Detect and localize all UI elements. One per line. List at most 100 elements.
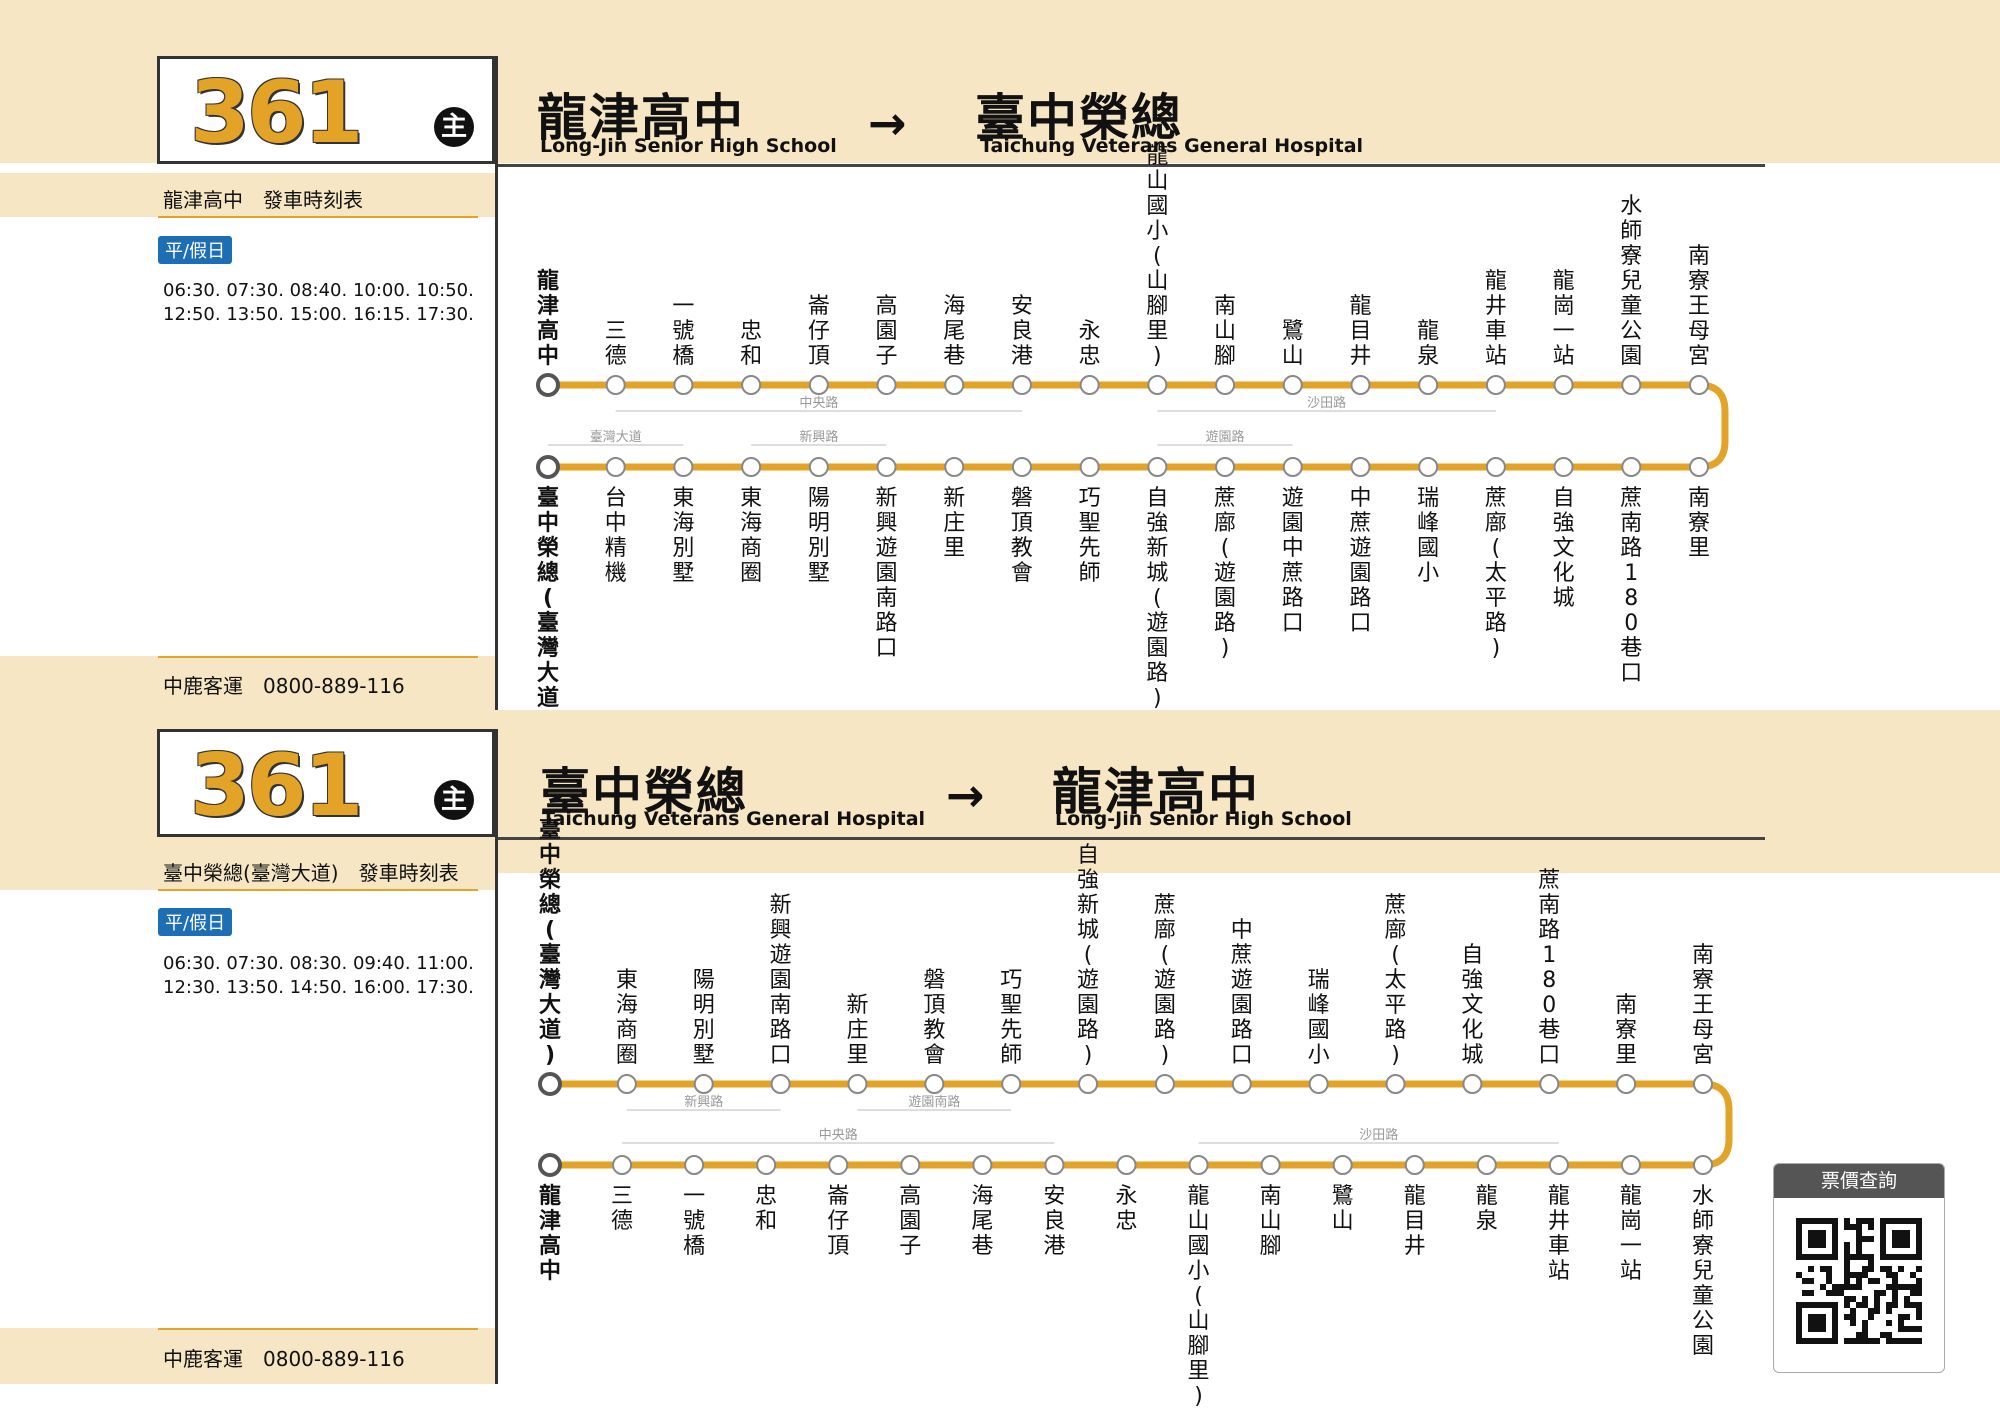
stop-marker	[1553, 375, 1574, 395]
origin-title-en: Taichung Veterans General Hospital	[542, 808, 926, 830]
stop-marker	[1282, 457, 1303, 477]
stop-marker	[612, 1155, 633, 1175]
stop-name: 鷺山	[1332, 1184, 1354, 1234]
departure-times-line-1: 06:30. 07:30. 08:30. 09:40. 11:00.	[163, 953, 474, 974]
stop-marker	[1079, 457, 1100, 477]
stop-name: 新興遊園南路口	[876, 486, 898, 661]
stop-name: 龍山國小(山腳里)	[1188, 1184, 1210, 1409]
road-label: 沙田路	[1359, 1127, 1398, 1143]
stop-name: 海尾巷	[943, 294, 965, 369]
route-number: 361	[190, 736, 364, 836]
main-route-badge: 主	[434, 780, 474, 820]
road-label: 中央路	[819, 1127, 858, 1143]
route-diagram-2: 新興路遊園南路中央路沙田路臺中榮總(臺灣大道)東海商圈陽明別墅新興遊園南路口新庄…	[538, 818, 1733, 1409]
road-label: 遊園路	[1206, 429, 1245, 445]
stop-marker	[1001, 1074, 1022, 1094]
stop-marker	[605, 375, 626, 395]
stop-name: 巧聖先師	[1000, 968, 1022, 1068]
departure-times-line-2: 12:50. 13:50. 15:00. 16:15. 17:30.	[163, 304, 474, 325]
schedule-title: 臺中榮總(臺灣大道) 發車時刻表	[163, 861, 459, 885]
stop-name: 龍目井	[1349, 294, 1371, 369]
footer-line-2	[158, 1328, 478, 1330]
stop-name: 蔗廍(遊園路)	[1154, 893, 1176, 1068]
stop-marker	[1079, 375, 1100, 395]
stop-name: 三德	[605, 319, 627, 369]
stop-name: 臺中榮總(臺灣大道)	[539, 818, 561, 1068]
stop-marker	[1260, 1155, 1281, 1175]
footer-bar-1	[0, 656, 495, 710]
stop-name: 龍目井	[1404, 1184, 1426, 1259]
stop-marker	[1385, 1074, 1406, 1094]
stop-name: 龍泉	[1417, 319, 1439, 369]
stop-marker	[770, 1074, 791, 1094]
stop-marker	[1231, 1074, 1252, 1094]
stop-name: 南山腳	[1214, 294, 1236, 369]
footer-bar-2	[0, 1328, 495, 1384]
stop-name: 東海商圈	[740, 486, 762, 586]
stop-name: 台中精機	[605, 486, 627, 586]
stop-name: 海尾巷	[971, 1184, 993, 1259]
stop-name: 三德	[611, 1184, 633, 1234]
stop-marker	[1693, 1155, 1713, 1175]
stop-marker	[1011, 457, 1032, 477]
stop-name: 巧聖先師	[1079, 486, 1101, 586]
stop-name: 鷺山	[1282, 319, 1304, 369]
stop-marker	[538, 1072, 562, 1096]
stop-marker	[1621, 375, 1642, 395]
stop-name: 中蔗遊園路口	[1349, 486, 1371, 636]
schedule-bar-2	[0, 846, 495, 890]
stop-name: 東海別墅	[672, 486, 694, 586]
destination-title: 臺中榮總	[975, 89, 1183, 147]
stop-marker	[1689, 375, 1709, 395]
stop-marker	[1693, 1074, 1713, 1094]
stop-name: 陽明別墅	[693, 968, 715, 1068]
direction-arrow: →	[868, 96, 907, 150]
stop-marker	[1215, 375, 1236, 395]
stop-marker	[1485, 375, 1506, 395]
stop-name: 臺中榮總(臺灣大道)	[537, 486, 559, 710]
stop-marker	[1350, 457, 1371, 477]
origin-title: 龍津高中	[537, 89, 745, 147]
day-type-tag: 平/假日	[158, 908, 233, 936]
stop-name: 龍崗一站	[1620, 1184, 1642, 1284]
stop-marker	[1011, 375, 1032, 395]
stop-name: 水師寮兒童公園	[1620, 194, 1642, 369]
stop-name: 瑞峰國小	[1308, 968, 1330, 1068]
destination-title: 龍津高中	[1052, 763, 1260, 821]
destination-title-en: Taichung Veterans General Hospital	[980, 135, 1364, 157]
stop-name: 安良港	[1043, 1184, 1065, 1259]
road-label: 沙田路	[1307, 395, 1346, 411]
stop-name: 一號橋	[683, 1184, 705, 1259]
stop-marker	[741, 457, 762, 477]
road-label: 中央路	[799, 395, 838, 411]
operator-contact: 中鹿客運 0800-889-116	[163, 1347, 405, 1371]
stop-marker	[944, 375, 965, 395]
stop-marker	[1350, 375, 1371, 395]
stop-marker	[1188, 1155, 1209, 1175]
stop-marker	[693, 1074, 714, 1094]
schedule-title: 龍津高中 發車時刻表	[163, 188, 363, 212]
stop-name: 忠和	[740, 319, 762, 369]
stop-marker	[944, 457, 965, 477]
stop-marker	[536, 455, 560, 479]
stop-marker	[673, 375, 694, 395]
route-line	[550, 1080, 1733, 1169]
stop-name: 蔗廍(太平路)	[1385, 893, 1407, 1068]
stop-marker	[1308, 1074, 1329, 1094]
stop-name: 忠和	[755, 1184, 777, 1234]
stop-name: 永忠	[1079, 319, 1101, 369]
fare-query-label: 票價查詢	[1774, 1164, 1944, 1198]
route-diagram-1: 中央路沙田路臺灣大道新興路遊園路龍津高中三德一號橋忠和崙仔頂高園子海尾巷安良港永…	[536, 144, 1729, 710]
stop-name: 龍井車站	[1548, 1184, 1570, 1284]
stop-marker	[828, 1155, 849, 1175]
fare-qr-box[interactable]: 票價查詢	[1773, 1163, 1945, 1373]
stop-marker	[847, 1074, 868, 1094]
stop-marker	[924, 1074, 945, 1094]
stop-marker	[1620, 1155, 1641, 1175]
stop-marker	[1404, 1155, 1425, 1175]
route-box-1: 361 主	[157, 56, 495, 164]
road-label: 新興路	[684, 1094, 723, 1110]
stop-marker	[1418, 457, 1439, 477]
road-label: 遊園南路	[908, 1094, 960, 1110]
